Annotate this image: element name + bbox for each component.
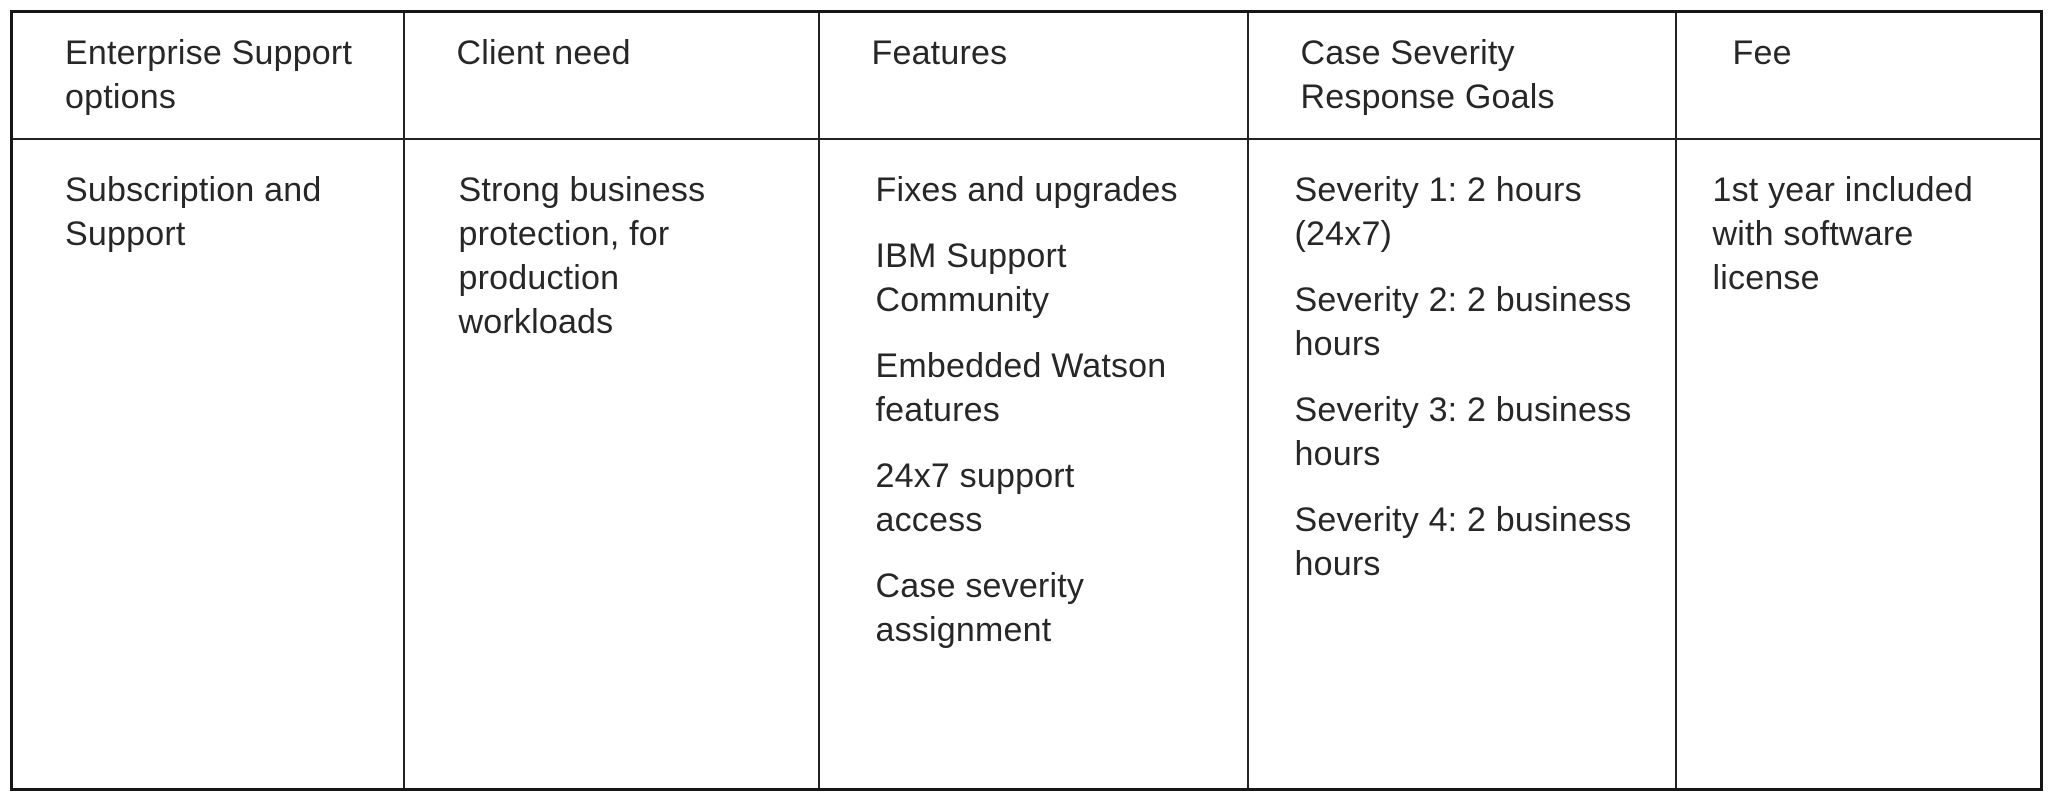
feature-item: 24x7 support access	[875, 456, 1075, 539]
severity-goal-item: Severity 2: 2 business hours	[1294, 280, 1632, 363]
cell-features: Fixes and upgrades IBM Support Community…	[817, 137, 1249, 791]
table-row: Subscription and Support Strong business…	[10, 137, 2043, 791]
feature-item: Case severity assignment	[875, 566, 1085, 649]
table-header-row: Enterprise Support options Client need F…	[10, 10, 2043, 140]
cell-enterprise-support-option: Subscription and Support	[10, 137, 405, 791]
cell-case-severity-response-goals: Severity 1: 2 hours (24x7) Severity 2: 2…	[1246, 137, 1677, 791]
feature-item: Embedded Watson features	[875, 346, 1167, 429]
header-fee: Fee	[1674, 10, 2043, 140]
header-features: Features	[817, 10, 1249, 140]
severity-goal-item: Severity 3: 2 business hours	[1294, 390, 1632, 473]
feature-item: Fixes and upgrades	[875, 170, 1178, 209]
cell-fee: 1st year included with software license	[1674, 137, 2043, 791]
enterprise-support-options-table: Enterprise Support options Client need F…	[10, 10, 2043, 791]
feature-item: IBM Support Community	[875, 236, 1067, 319]
header-client-need: Client need	[402, 10, 820, 140]
cell-client-need: Strong business protection, for producti…	[402, 137, 820, 791]
severity-goal-item: Severity 4: 2 business hours	[1294, 500, 1632, 583]
header-case-severity-response-goals: Case Severity Response Goals	[1246, 10, 1677, 140]
header-enterprise-support-options: Enterprise Support options	[10, 10, 405, 140]
severity-goal-item: Severity 1: 2 hours (24x7)	[1294, 170, 1582, 253]
